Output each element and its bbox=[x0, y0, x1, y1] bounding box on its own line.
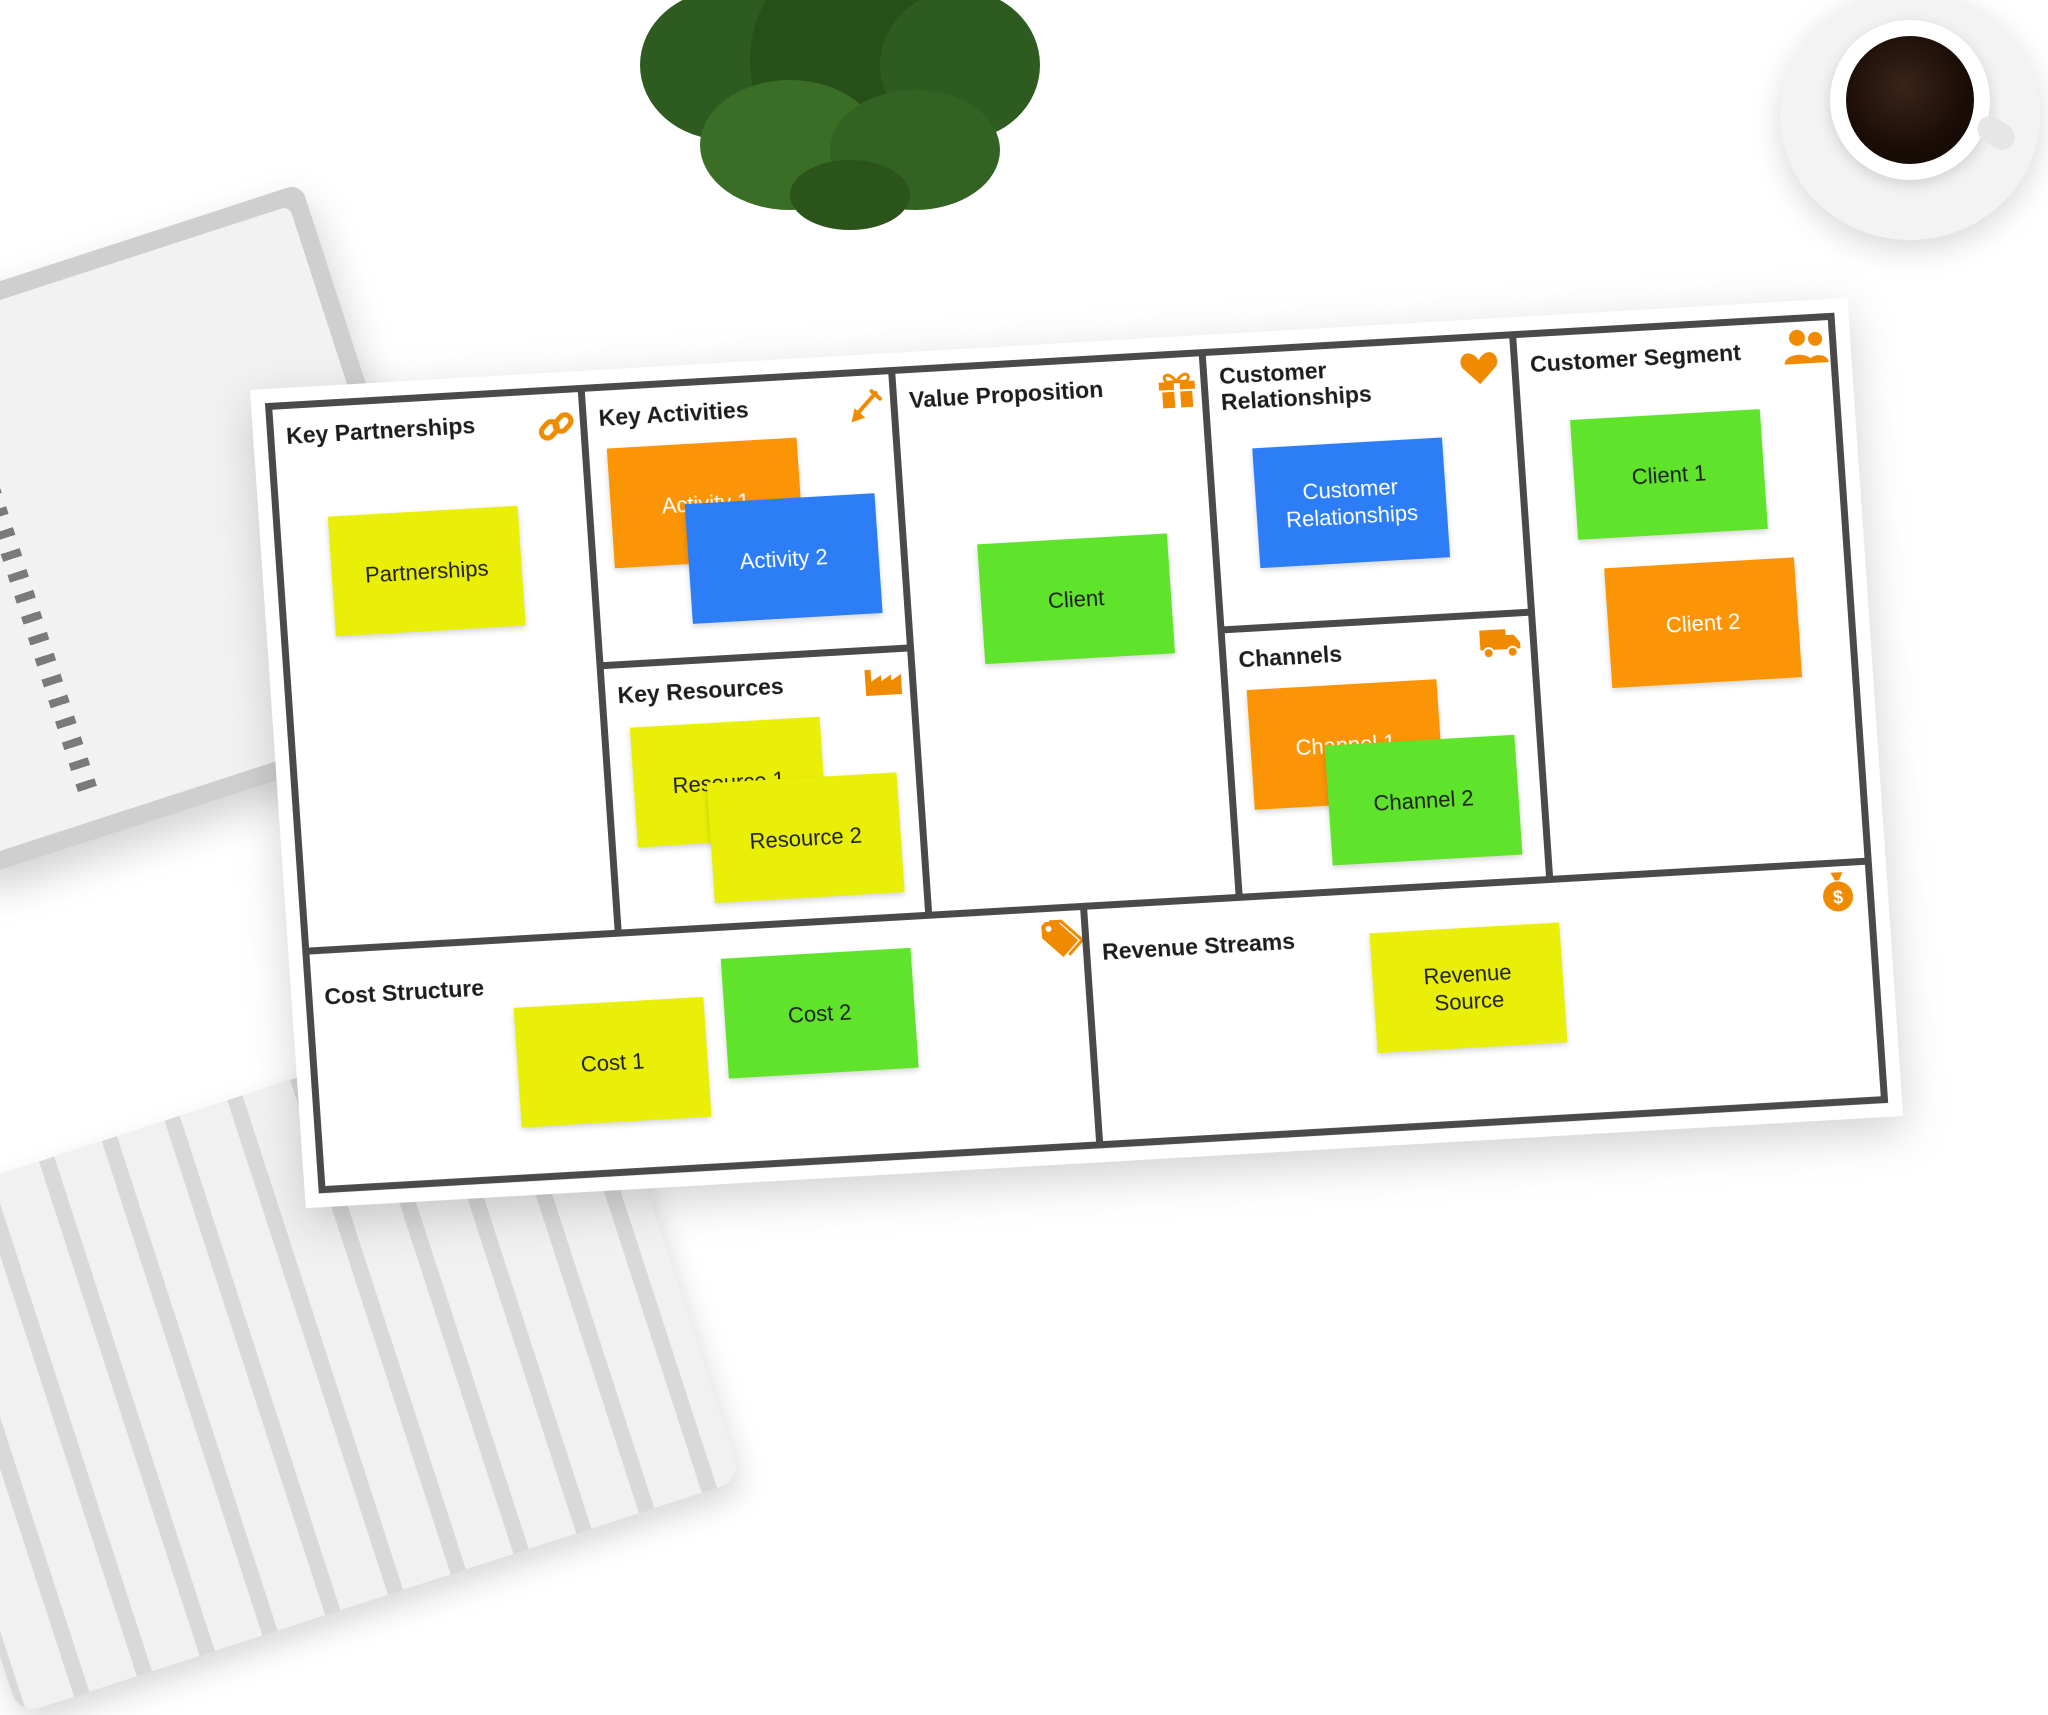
section-title: Key Partnerships bbox=[285, 412, 476, 449]
section-title: Customer Segment bbox=[1529, 339, 1742, 378]
sticky-note-resource-2[interactable]: Resource 2 bbox=[706, 772, 905, 904]
business-model-canvas: Key Partnerships Partnerships Key Activi… bbox=[250, 297, 1904, 1209]
note-text: Client 1 bbox=[1630, 459, 1708, 490]
link-icon bbox=[538, 412, 574, 441]
section-revenue-streams: Revenue Streams $ Revenue Source bbox=[1079, 857, 1889, 1149]
svg-text:$: $ bbox=[1832, 887, 1843, 908]
coffee-cup-photo bbox=[1780, 0, 2040, 240]
money-bag-icon: $ bbox=[1823, 872, 1854, 912]
section-title: Key Activities bbox=[597, 396, 750, 431]
section-customer-segment: Customer Segment Client 1 Client 2 bbox=[1508, 312, 1872, 884]
canvas-board: Key Partnerships Partnerships Key Activi… bbox=[250, 297, 1904, 1209]
section-title: Revenue Streams bbox=[1101, 927, 1296, 965]
note-text: Cost 1 bbox=[579, 1047, 646, 1077]
gift-icon bbox=[1158, 372, 1196, 409]
section-title: Channels bbox=[1237, 640, 1343, 673]
note-text: Client bbox=[1047, 584, 1105, 613]
factory-icon bbox=[864, 669, 903, 697]
sticky-note-cost-1[interactable]: Cost 1 bbox=[513, 996, 712, 1128]
section-channels: Channels Channel 1 Channel 2 bbox=[1217, 608, 1554, 902]
truck-icon bbox=[1479, 629, 1521, 660]
sticky-note-revenue-source[interactable]: Revenue Source bbox=[1369, 922, 1568, 1054]
note-text: Cost 2 bbox=[787, 998, 853, 1028]
plant-photo bbox=[600, 0, 1080, 260]
tags-icon bbox=[1041, 919, 1085, 958]
sticky-note-client-1[interactable]: Client 1 bbox=[1570, 409, 1768, 540]
note-text: Client 2 bbox=[1665, 608, 1742, 638]
sticky-note-activity-2[interactable]: Activity 2 bbox=[684, 493, 883, 624]
section-title: Key Resources bbox=[616, 672, 785, 709]
section-value-proposition: Value Proposition Client bbox=[887, 348, 1243, 919]
note-text: Activity 2 bbox=[738, 543, 829, 574]
sticky-note-customer-relationships[interactable]: Customer Relationships bbox=[1252, 437, 1451, 569]
section-key-resources: Key Resources Resource 1 Resource 2 bbox=[596, 644, 933, 937]
shovel-icon bbox=[851, 389, 883, 423]
section-title: Customer Relationships bbox=[1218, 355, 1372, 415]
note-text: Channel 2 bbox=[1372, 784, 1475, 816]
note-text: Resource 2 bbox=[748, 822, 863, 854]
section-cost-structure: Cost Structure Cost 1 Cost 2 bbox=[302, 902, 1104, 1194]
section-customer-relationships: Customer Relationships Customer Relation… bbox=[1198, 331, 1536, 634]
users-icon bbox=[1784, 329, 1829, 365]
heart-icon bbox=[1460, 352, 1498, 385]
sticky-note-cost-2[interactable]: Cost 2 bbox=[720, 947, 919, 1079]
sticky-note-channel-2[interactable]: Channel 2 bbox=[1324, 734, 1523, 866]
sticky-note-client-2[interactable]: Client 2 bbox=[1604, 557, 1803, 689]
sticky-note-client[interactable]: Client bbox=[977, 533, 1175, 665]
sticky-note-partnerships[interactable]: Partnerships bbox=[327, 505, 526, 637]
coffee bbox=[1846, 36, 1974, 164]
section-key-partnerships: Key Partnerships Partnerships bbox=[264, 384, 623, 955]
section-key-activities: Key Activities Activity 1 Activity 2 bbox=[577, 366, 915, 670]
note-text: Partnerships bbox=[364, 555, 490, 588]
section-title: Cost Structure bbox=[323, 974, 485, 1010]
note-text-line: Source bbox=[1433, 986, 1505, 1016]
section-title: Value Proposition bbox=[908, 375, 1105, 414]
